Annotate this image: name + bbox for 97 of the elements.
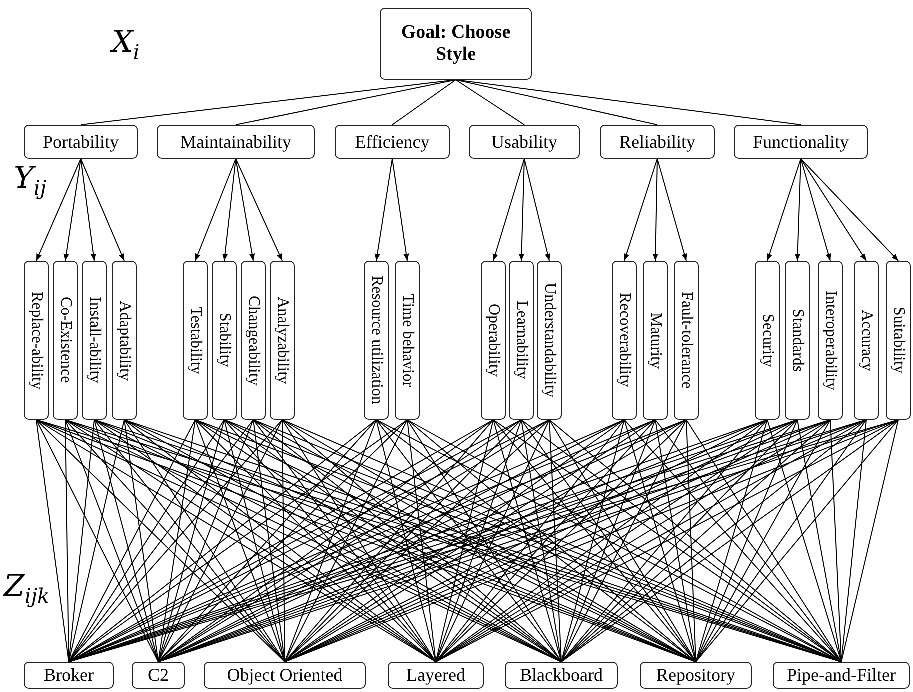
- arrow: [222, 158, 236, 262]
- connector-line: [549, 420, 562, 662]
- criterion-box: Efficiency: [335, 125, 450, 159]
- arrow: [652, 158, 658, 262]
- connector-line: [36, 420, 159, 662]
- connector-line: [284, 420, 377, 662]
- arrow: [524, 158, 551, 262]
- connector-line: [282, 420, 286, 662]
- criterion-box: Reliability: [600, 125, 715, 159]
- connector-line: [158, 420, 283, 662]
- goal-box: Goal: Choose Style: [380, 8, 532, 80]
- alternative-box: Blackboard: [505, 662, 618, 689]
- connector-line: [124, 420, 286, 662]
- subcriterion-box: Accuracy: [854, 261, 879, 420]
- criterion-box: Usability: [469, 125, 580, 159]
- connector-line: [392, 80, 456, 126]
- connector-line: [284, 420, 408, 662]
- connector-line: [456, 80, 525, 126]
- alternative-box: Repository: [640, 662, 752, 689]
- subcriterion-box: Changeability: [241, 261, 266, 420]
- connector-line: [195, 420, 286, 662]
- connector-line: [841, 420, 867, 662]
- connector-line: [65, 420, 70, 662]
- alternative-box: C2: [132, 662, 185, 689]
- connector-line: [436, 420, 550, 662]
- arrow: [36, 158, 82, 262]
- arrow: [794, 158, 802, 262]
- connector-line: [94, 420, 159, 662]
- connector-line: [282, 420, 436, 662]
- subcriterion-box: Testability: [183, 261, 208, 420]
- subcriterion-box: Fault-tolerance: [674, 261, 699, 420]
- arrow: [800, 158, 899, 262]
- level-symbol: Y$_{ij}$: [14, 164, 46, 198]
- alternative-box: Layered: [388, 662, 484, 689]
- subcriterion-box: Analyzability: [270, 261, 295, 420]
- arrow: [392, 158, 410, 262]
- subcriterion-box: Replace-ability: [24, 261, 49, 420]
- connector-line: [376, 420, 562, 662]
- subcriterion-box: Suitability: [886, 261, 911, 420]
- connector-line: [624, 420, 696, 662]
- arrow: [624, 158, 658, 262]
- connector-line: [841, 420, 899, 662]
- subcriterion-box: Maturity: [643, 261, 668, 420]
- alternative-box: Object Oriented: [204, 662, 366, 689]
- connector-line: [686, 420, 696, 662]
- subcriterion-box: Time behavior: [395, 261, 420, 420]
- connector-line: [376, 420, 436, 662]
- subcriterion-box: Security: [755, 261, 780, 420]
- arrow: [492, 158, 525, 262]
- arrow: [236, 158, 256, 262]
- connector-line: [68, 420, 125, 662]
- connector-line: [696, 420, 899, 662]
- alternative-box: Pipe-and-Filter: [773, 662, 910, 689]
- subcriterion-box: Operability: [481, 261, 506, 420]
- arrow: [800, 158, 867, 262]
- subcriterion-box: Co-Existence: [53, 261, 78, 420]
- arrow: [236, 158, 283, 262]
- arrow: [767, 158, 802, 262]
- connector-line: [456, 80, 802, 126]
- subcriterion-box: Recoverability: [612, 261, 637, 420]
- subcriterion-box: Resource utilization: [364, 261, 389, 420]
- subcriterion-box: Understandability: [537, 261, 562, 420]
- level-symbol: X$_{i}$: [112, 28, 140, 62]
- connector-line: [436, 420, 494, 662]
- connector-line: [236, 80, 456, 126]
- connector-line: [407, 420, 436, 662]
- criterion-box: Portability: [24, 125, 138, 159]
- connector-line: [407, 420, 562, 662]
- criterion-box: Functionality: [734, 125, 868, 159]
- subcriterion-box: Interoperability: [818, 261, 843, 420]
- connector-line: [65, 420, 159, 662]
- subcriterion-box: Adaptability: [112, 261, 137, 420]
- arrow: [80, 158, 96, 262]
- connector-line: [68, 420, 196, 662]
- connector-line: [561, 420, 625, 662]
- connector-line: [767, 420, 842, 662]
- connector-line: [696, 420, 768, 662]
- subcriterion-box: Install-ability: [82, 261, 107, 420]
- arrow: [195, 158, 236, 262]
- arrow: [657, 158, 688, 262]
- subcriterion-box: Learnability: [509, 261, 534, 420]
- connector-line: [36, 420, 70, 662]
- arrow: [800, 158, 832, 262]
- arrow: [518, 158, 525, 262]
- arrow: [64, 158, 82, 262]
- criterion-box: Maintainability: [157, 125, 315, 159]
- level-symbol: Z$_{ijk}$: [4, 572, 50, 606]
- connector-line: [124, 420, 159, 662]
- connector-line: [493, 420, 562, 662]
- connector-line: [456, 80, 658, 126]
- arrow: [80, 158, 125, 262]
- connector-line: [696, 420, 867, 662]
- arrow: [374, 158, 393, 262]
- alternative-box: Broker: [24, 662, 114, 689]
- connector-line: [158, 420, 196, 662]
- subcriterion-box: Standards: [785, 261, 810, 420]
- subcriterion-box: Stability: [212, 261, 237, 420]
